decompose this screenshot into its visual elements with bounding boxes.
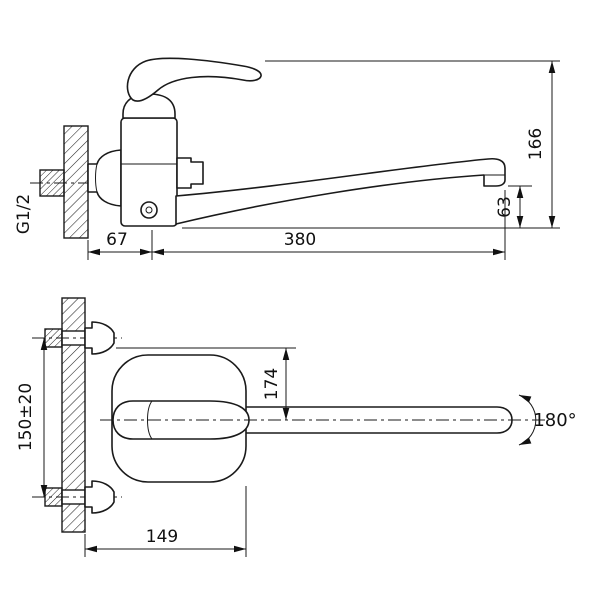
wall-section-hatch	[61, 297, 86, 533]
wall-section-hatch	[63, 125, 89, 239]
side-view: 166 63 67 380 G1/2	[14, 57, 560, 260]
escutcheon-flange	[87, 149, 122, 207]
escutcheon-flange	[84, 480, 115, 514]
diverter-button-center	[145, 206, 153, 214]
lever-detail-line	[147, 400, 153, 440]
dim-label-380: 380	[284, 230, 316, 250]
mounting-bolt-bottom	[32, 480, 122, 514]
swivel-arc	[518, 394, 537, 446]
dim-label-150: 150±20	[16, 383, 36, 451]
spout	[175, 157, 506, 225]
plan-view: 180° 174 150±20 149	[16, 297, 577, 557]
diverter-button	[140, 201, 158, 219]
dim-label-149: 149	[146, 527, 178, 547]
dim-axis-to-spout: 174	[116, 347, 296, 420]
escutcheon-flange	[84, 321, 115, 355]
dim-spout-reach: 380	[152, 190, 506, 260]
flange-face-line	[95, 163, 98, 193]
swivel-indicator: 180°	[518, 394, 577, 446]
diverter-knob	[176, 157, 204, 189]
dim-label-67: 67	[106, 230, 128, 250]
dim-wall-offset: 67	[87, 230, 153, 260]
dim-mount-spacing: 150±20	[16, 338, 48, 497]
dim-total-height: 166	[182, 60, 560, 229]
dim-label-174: 174	[262, 368, 282, 400]
thread-size-label: G1/2	[14, 194, 34, 235]
dim-label-166: 166	[526, 128, 546, 160]
swivel-angle-label: 180°	[533, 410, 576, 431]
lever-handle	[126, 57, 262, 102]
dim-outlet-height: 63	[495, 185, 532, 228]
dim-body-length: 149	[84, 486, 247, 557]
